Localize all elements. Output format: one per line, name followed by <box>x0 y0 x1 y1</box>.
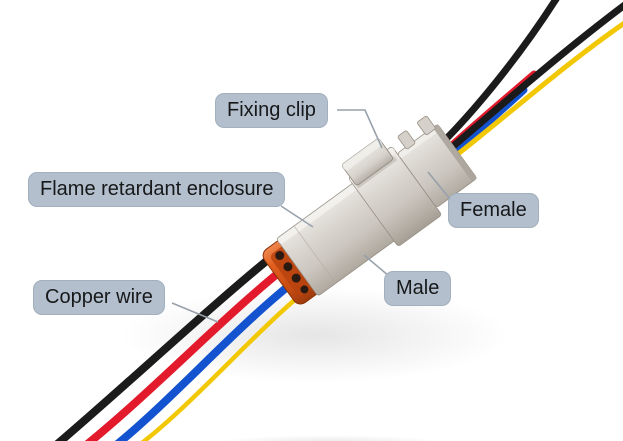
black-wire-left <box>54 246 284 441</box>
leader-copper-wire <box>171 302 219 323</box>
leader-lines <box>171 109 451 323</box>
leader-fixing-clip <box>337 109 383 149</box>
yellow-wire-left <box>140 289 307 441</box>
black-wire-right-upper <box>434 0 560 151</box>
female-housing-highlight <box>398 125 441 158</box>
label-copper-wire: Copper wire <box>33 280 165 315</box>
soft-shadow <box>120 287 510 383</box>
male-housing-highlight <box>277 183 358 244</box>
female-latch-tab-2 <box>417 115 436 136</box>
label-flame-retardant-enclosure: Flame retardant enclosure <box>28 172 286 207</box>
label-fixing-clip: Fixing clip <box>215 93 328 128</box>
seal-wire-holes <box>275 250 309 294</box>
yellow-wire-right <box>446 21 623 164</box>
label-female: Female <box>448 193 539 228</box>
fixing-clip-tab <box>342 138 394 186</box>
leader-enclosure <box>280 205 314 228</box>
female-latch-tab-1 <box>397 130 416 150</box>
female-rear-cap <box>432 124 478 182</box>
wire-bundle-right <box>434 0 623 164</box>
connector-body <box>262 115 478 305</box>
label-male: Male <box>384 271 452 306</box>
fixing-clip-top-face <box>342 139 383 171</box>
red-wire-left <box>84 262 291 441</box>
housing-seam <box>293 225 336 284</box>
wire-bundle-left <box>54 246 307 441</box>
black-wire-right-corner <box>439 1 623 159</box>
leader-female <box>427 171 451 200</box>
bottom-edge-shadow <box>215 435 445 441</box>
leader-male <box>363 254 390 277</box>
blue-wire-left <box>114 276 300 441</box>
